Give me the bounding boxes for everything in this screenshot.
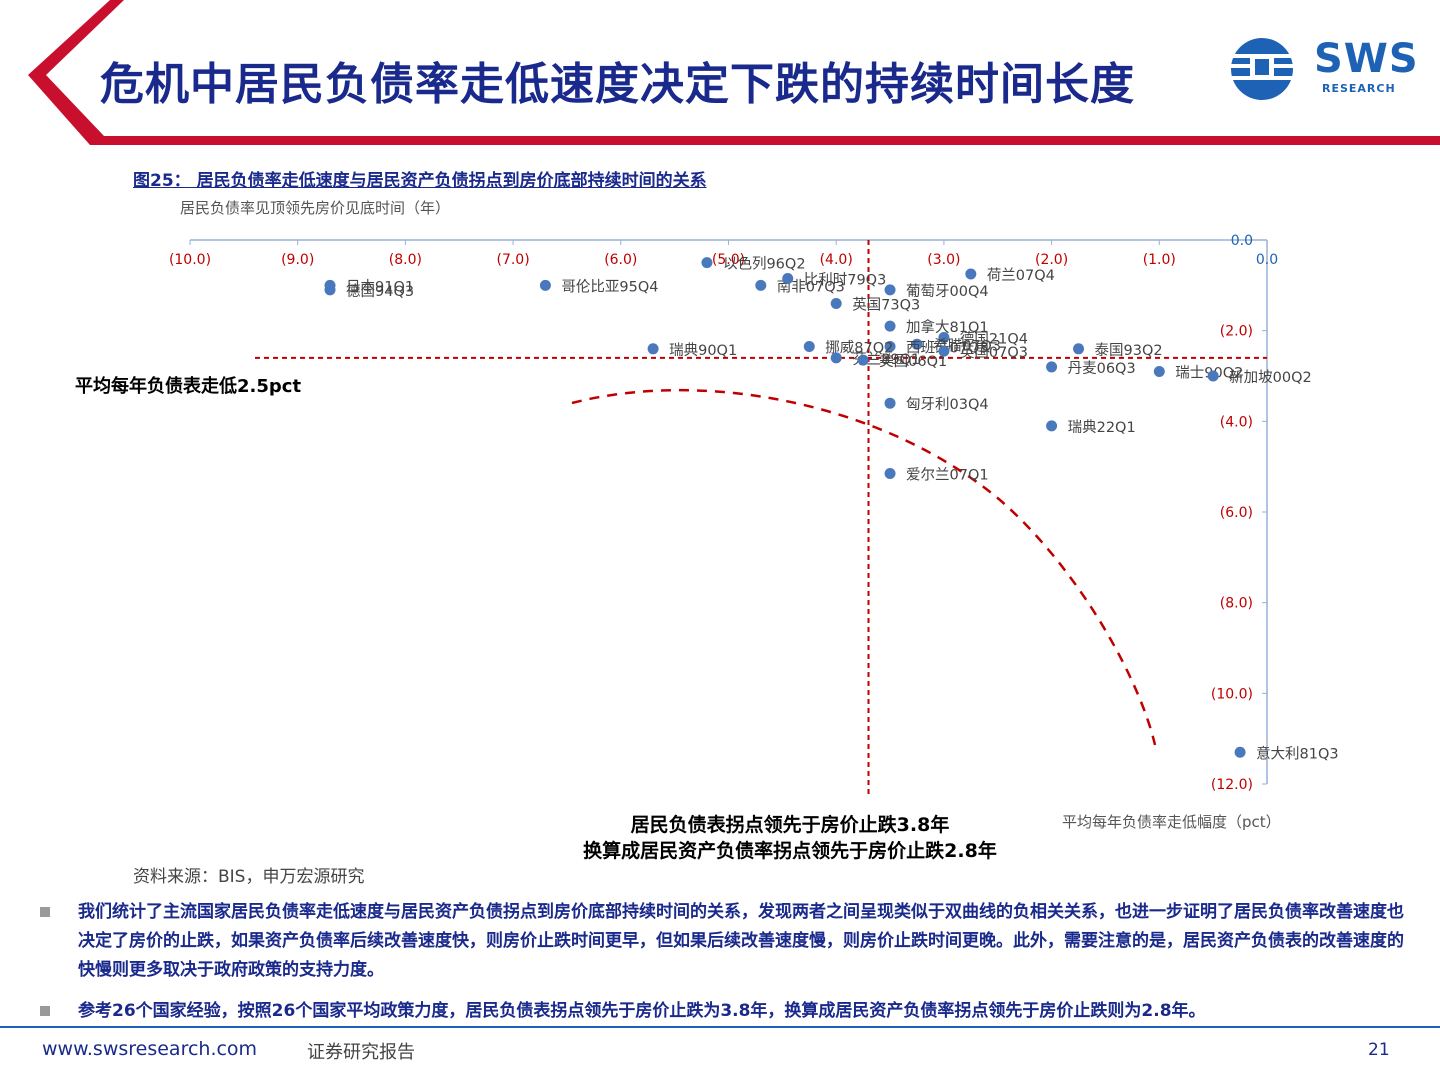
x-tick-label: (1.0) bbox=[1143, 252, 1176, 268]
logo-subtitle: RESEARCH bbox=[1322, 82, 1396, 95]
x-tick-label: (10.0) bbox=[169, 252, 211, 268]
data-point bbox=[782, 273, 794, 285]
data-point-label: 意大利81Q3 bbox=[1256, 744, 1339, 762]
sws-logo: SWS RESEARCH bbox=[1226, 36, 1419, 102]
data-point-label: 匈牙利03Q4 bbox=[906, 396, 989, 413]
data-point bbox=[830, 297, 842, 309]
data-point bbox=[324, 284, 336, 296]
x-tick-label: (9.0) bbox=[281, 252, 314, 268]
data-point bbox=[539, 279, 551, 291]
data-point bbox=[911, 338, 923, 350]
data-point bbox=[1153, 365, 1165, 377]
annotation-lead-time-line1: 居民负债表拐点领先于房价止跌3.8年 bbox=[630, 814, 950, 836]
x-tick-label: (3.0) bbox=[927, 252, 960, 268]
page-title: 危机中居民负债率走低速度决定下跌的持续时间长度 bbox=[100, 59, 1135, 110]
data-point bbox=[884, 284, 896, 296]
data-point-label: 荷兰07Q4 bbox=[987, 267, 1055, 284]
data-point bbox=[965, 268, 977, 280]
data-point bbox=[1046, 420, 1058, 432]
footer-label: 证券研究报告 bbox=[307, 1042, 415, 1063]
data-point-label: 挪威87Q2 bbox=[825, 340, 893, 357]
data-point-label: 德国21Q4 bbox=[960, 330, 1028, 347]
x-tick-label: (6.0) bbox=[604, 252, 637, 268]
data-point-label: 英国07Q3 bbox=[960, 343, 1028, 361]
reference-lines-layer bbox=[255, 240, 1267, 794]
data-point bbox=[803, 341, 815, 353]
y-tick-label: (4.0) bbox=[1220, 414, 1253, 430]
trend-curve-layer bbox=[571, 388, 1157, 746]
data-point-label: 泰国93Q2 bbox=[1095, 342, 1163, 359]
data-point bbox=[701, 257, 713, 269]
annotation-lead-time-line2: 换算成居民资产负债率拐点领先于房价止跌2.8年 bbox=[583, 840, 997, 862]
data-point-label: 南非07Q3 bbox=[777, 278, 845, 295]
footer-url-link[interactable]: www.swsresearch.com bbox=[42, 1038, 258, 1060]
data-point bbox=[884, 320, 896, 332]
data-point-label: 爱尔兰07Q1 bbox=[906, 466, 989, 483]
data-point-label: 丹麦06Q3 bbox=[1068, 360, 1136, 377]
data-point bbox=[884, 341, 896, 353]
page-number: 21 bbox=[1368, 1040, 1390, 1060]
data-point-label: 新加坡00Q2 bbox=[1229, 369, 1312, 386]
data-point bbox=[884, 467, 896, 479]
y-tick-label: (2.0) bbox=[1220, 324, 1253, 340]
y-tick-label: (6.0) bbox=[1220, 505, 1253, 521]
data-point-label: 日本91Q1 bbox=[346, 278, 414, 295]
bullet-text: 我们统计了主流国家居民负债率走低速度与居民资产负债拐点到房价底部持续时间的关系，… bbox=[78, 902, 1404, 980]
logo-globe-icon bbox=[1230, 38, 1294, 100]
x-tick-label: (5.0) bbox=[712, 252, 745, 268]
footer-divider bbox=[0, 1026, 1440, 1028]
data-point bbox=[884, 397, 896, 409]
data-point-label: 美国06Q1 bbox=[879, 353, 947, 370]
data-point bbox=[1207, 370, 1219, 382]
data-point bbox=[830, 352, 842, 364]
y-tick-label: (10.0) bbox=[1211, 686, 1253, 702]
data-point-label: 瑞典22Q1 bbox=[1068, 419, 1136, 436]
data-point bbox=[1234, 746, 1246, 758]
x-tick-label: (8.0) bbox=[389, 252, 422, 268]
x-tick-label: (4.0) bbox=[820, 252, 853, 268]
x-tick-label: (2.0) bbox=[1035, 252, 1068, 268]
source-note: 资料来源：BIS，申万宏源研究 bbox=[133, 867, 365, 887]
bullet-list: 我们统计了主流国家居民负债率走低速度与居民资产负债拐点到房价底部持续时间的关系，… bbox=[40, 898, 1410, 1038]
y-axis-caption: 居民负债率见顶领先房价见底时间（年） bbox=[180, 199, 451, 217]
data-point-label: 哥伦比亚95Q4 bbox=[561, 278, 658, 295]
figure-title: 图25： 居民负债率走低速度与居民资产负债拐点到房价底部持续时间的关系 bbox=[133, 171, 707, 191]
data-point bbox=[1073, 343, 1085, 355]
annotation-average-decline: 平均每年负债表走低2.5pct bbox=[75, 376, 302, 397]
data-point bbox=[938, 331, 950, 343]
data-point-label: 加拿大81Q1 bbox=[906, 318, 989, 336]
data-point-label: 德国94Q3 bbox=[346, 283, 414, 300]
bullet-item: 参考26个国家经验，按照26个国家平均政策力度，居民负债表拐点领先于房价止跌为3… bbox=[40, 997, 1410, 1026]
x-axis-caption: 平均每年负债率走低幅度（pct） bbox=[1062, 813, 1281, 831]
data-point-label: 希腊07Q3 bbox=[933, 337, 1001, 354]
bullet-square-icon bbox=[40, 907, 50, 917]
data-point-label: 瑞典90Q1 bbox=[669, 342, 737, 359]
data-point-label: 以色列96Q2 bbox=[723, 256, 806, 273]
data-point bbox=[755, 279, 767, 291]
y-tick-label: (12.0) bbox=[1211, 777, 1253, 793]
annotation-lead-time: 居民负债表拐点领先于房价止跌3.8年 换算成居民资产负债率拐点领先于房价止跌2.… bbox=[560, 812, 1020, 864]
data-point-label: 葡萄牙00Q4 bbox=[906, 283, 989, 300]
data-point-label: 英国73Q3 bbox=[852, 295, 920, 313]
data-point bbox=[938, 345, 950, 357]
logo-wordmark: SWS bbox=[1314, 36, 1419, 82]
header-banner bbox=[28, 0, 1440, 145]
data-point bbox=[857, 354, 869, 366]
bullet-item: 我们统计了主流国家居民负债率走低速度与居民资产负债拐点到房价底部持续时间的关系，… bbox=[40, 898, 1410, 985]
data-point-label: 比利时79Q3 bbox=[804, 272, 887, 289]
bullet-text: 参考26个国家经验，按照26个国家平均政策力度，居民负债表拐点领先于房价止跌为3… bbox=[78, 1001, 1206, 1021]
hyperbola-trend-curve bbox=[571, 388, 1157, 746]
data-point-label: 芬兰89Q1 bbox=[852, 351, 920, 368]
y-tick-label: 0.0 bbox=[1231, 233, 1253, 249]
x-tick-label: (7.0) bbox=[496, 252, 529, 268]
axes-layer: (10.0) (9.0) (8.0) (7.0) (6.0) (5.0) (4.0) (3.0… bbox=[169, 233, 1278, 793]
data-point bbox=[647, 343, 659, 355]
y-tick-label: (8.0) bbox=[1220, 596, 1253, 612]
x-tick-label: 0.0 bbox=[1256, 252, 1278, 268]
bullet-square-icon bbox=[40, 1006, 50, 1016]
data-point bbox=[1046, 361, 1058, 373]
